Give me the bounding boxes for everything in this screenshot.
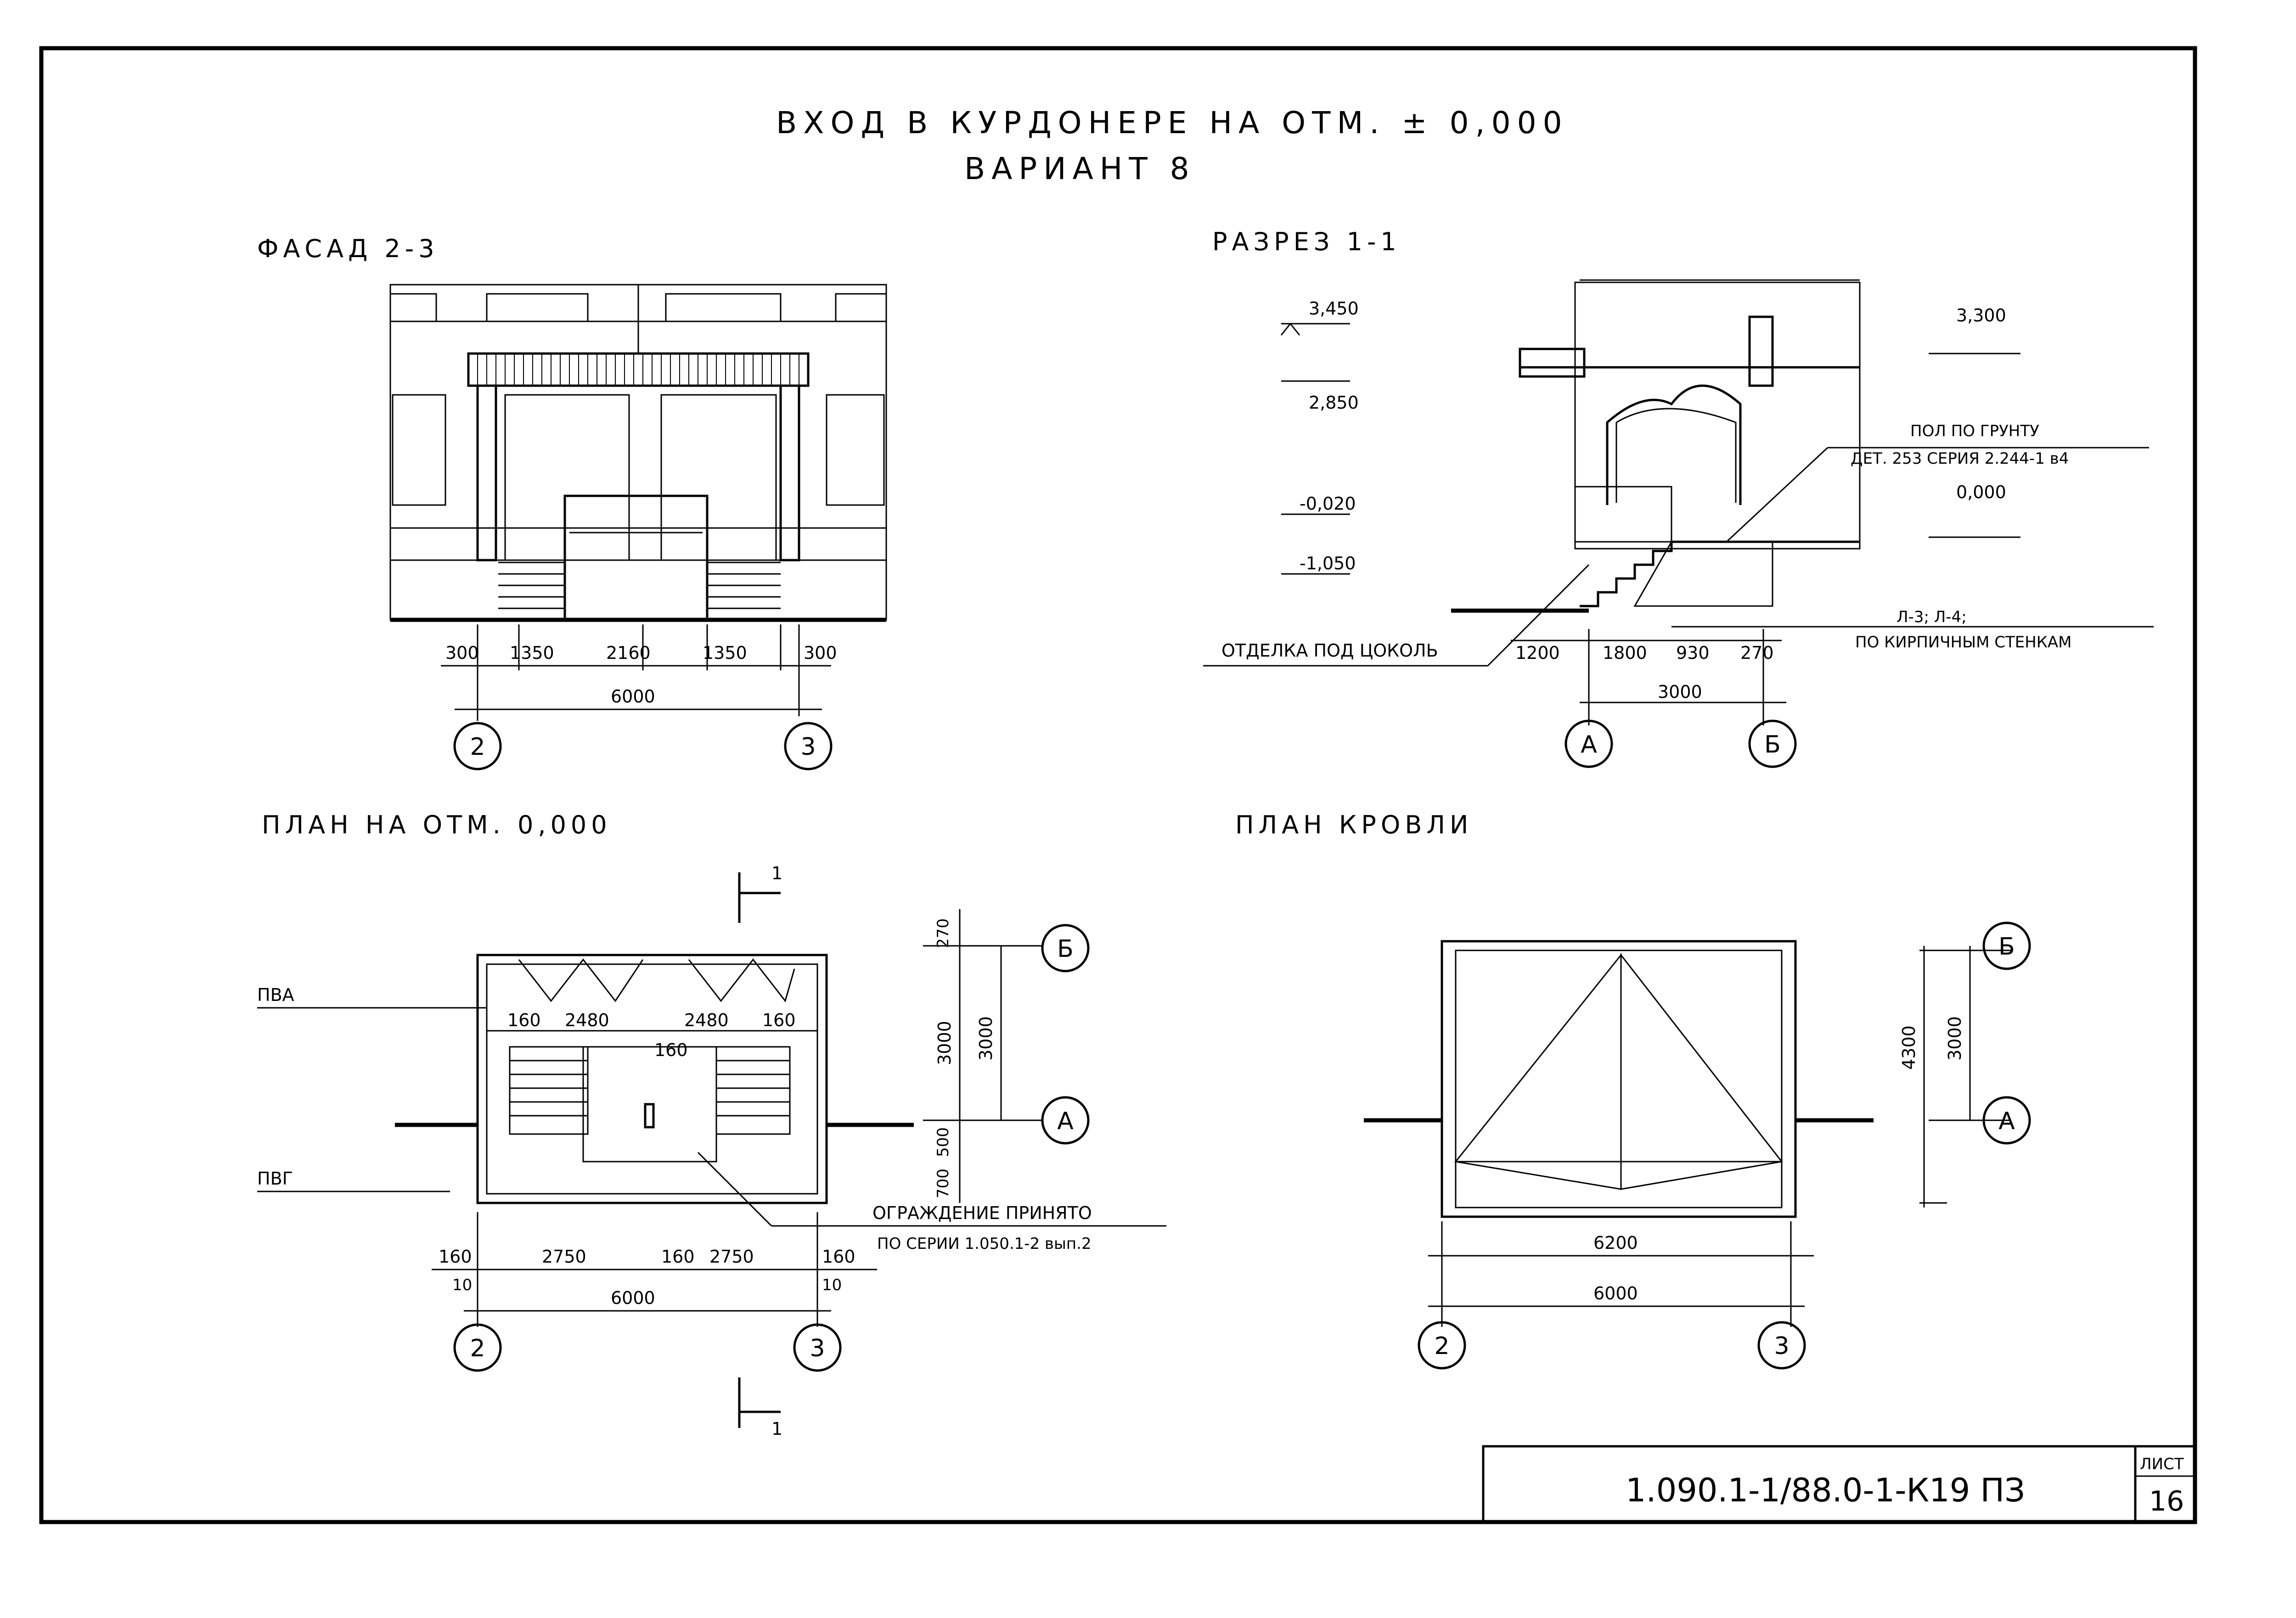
plan-note-1: ОГРАЖДЕНИЕ ПРИНЯТО — [872, 1203, 1092, 1223]
plan-axis-a-label: А — [1057, 1107, 1074, 1135]
drawing-title: ВХОД В КУРДОНЕРЕ НА ОТМ. ± 0,000 — [776, 105, 1569, 140]
note-lintel-1: Л-3; Л-4; — [1896, 608, 1967, 626]
mark-1050: -1,050 — [1300, 553, 1356, 573]
plan-small-dim-left: 10 — [452, 1276, 472, 1294]
facade-dim-1: 300 — [445, 643, 479, 663]
plan-right-dim-500: 500 — [934, 1127, 952, 1157]
section-total: 3000 — [1658, 682, 1702, 702]
plan-bottom-dim-4: 2750 — [709, 1247, 754, 1267]
plan-note-2: ПО СЕРИИ 1.050.1-2 вып.2 — [877, 1235, 1092, 1253]
facade-axis-3 — [784, 722, 833, 770]
plan-axis-3 — [793, 1323, 842, 1372]
stamp-code: 1.090.1-1/88.0-1-К19 ПЗ — [1626, 1472, 2025, 1509]
plan-view: ПЛАН НА ОТМ. 0,000 1 1 ПВА ПВГ — [257, 810, 1166, 1439]
cut-mark-top: 1 — [771, 863, 782, 883]
plan-small-dim-right: 10 — [822, 1276, 842, 1294]
plan-right-dim-3000b: 3000 — [976, 1016, 996, 1061]
facade-view: ФАСАД 2-3 — [257, 234, 887, 770]
title-block: 1.090.1-1/88.0-1-К19 ПЗ ЛИСТ 16 — [1482, 1445, 2196, 1523]
tag-pvg: ПВГ — [257, 1169, 293, 1189]
section-dim-270: 270 — [1740, 643, 1774, 663]
plan-axis-b-label: Б — [1057, 935, 1074, 963]
plan-axis-2 — [453, 1323, 502, 1372]
roof-axis-2 — [1418, 1321, 1466, 1370]
facade-dim-4: 1350 — [703, 643, 747, 663]
facade-railing — [563, 494, 709, 621]
section-axis-a — [1564, 719, 1613, 768]
facade-axis-3-label: 3 — [800, 733, 816, 761]
facade-axis-2 — [453, 722, 502, 770]
plan-axis-b — [1041, 924, 1090, 972]
roof-axis-a — [1982, 1096, 2031, 1145]
facade-axis-2-label: 2 — [470, 733, 485, 761]
section-dim-930: 930 — [1676, 643, 1710, 663]
plan-inner-dim-2: 2480 — [565, 1010, 609, 1030]
roof-axis-b — [1982, 921, 2031, 970]
roof-axis-b-label: Б — [1998, 933, 2015, 961]
section-view: РАЗРЕЗ 1-1 3,450 2,850 -0,020 -1,050 3,3… — [1203, 227, 2154, 768]
roof-axis-2-label: 2 — [1434, 1332, 1449, 1360]
cut-mark-bottom: 1 — [771, 1419, 782, 1439]
plan-bottom-dim-3: 160 — [661, 1247, 695, 1267]
roof-dim-6200: 6200 — [1593, 1233, 1638, 1253]
plan-bottom-dim-5: 160 — [822, 1247, 855, 1267]
roof-axis-3 — [1757, 1321, 1806, 1370]
facade-canopy — [467, 352, 810, 387]
roof-label: ПЛАН КРОВЛИ — [1235, 810, 1473, 839]
facade-label: ФАСАД 2-3 — [257, 234, 439, 263]
tag-pva: ПВА — [257, 985, 294, 1005]
facade-dim-5: 300 — [804, 643, 837, 663]
drawing-subtitle: ВАРИАНТ 8 — [964, 151, 1196, 186]
plan-right-dim-700: 700 — [934, 1169, 952, 1198]
plan-inner-dim-4: 160 — [762, 1010, 796, 1030]
sheet-frame — [39, 46, 2197, 1524]
section-axis-a-label: А — [1581, 731, 1597, 758]
mark-0020: -0,020 — [1300, 494, 1356, 514]
mark-2850: 2,850 — [1309, 393, 1359, 413]
mark-3450: 3,450 — [1309, 298, 1359, 319]
note-floor-2: ДЕТ. 253 СЕРИЯ 2.244-1 в4 — [1851, 449, 2069, 468]
roof-axis-a-label: А — [1998, 1107, 2015, 1135]
section-label: РАЗРЕЗ 1-1 — [1212, 227, 1401, 256]
plan-bottom-dim-1: 160 — [439, 1247, 472, 1267]
plan-right-dim-3000a: 3000 — [934, 1021, 955, 1065]
section-axis-b-label: Б — [1764, 731, 1781, 758]
note-floor-1: ПОЛ ПО ГРУНТУ — [1910, 422, 2039, 440]
plan-axis-a — [1041, 1096, 1090, 1145]
plan-axis-2-label: 2 — [470, 1335, 485, 1362]
plan-center-dim: 160 — [654, 1040, 688, 1060]
roof-total: 6000 — [1593, 1283, 1638, 1303]
roof-axis-3-label: 3 — [1774, 1332, 1789, 1360]
stamp-sheet-label: ЛИСТ — [2140, 1455, 2184, 1473]
mark-3300: 3,300 — [1956, 305, 2006, 326]
roof-view: ПЛАН КРОВЛИ 6200 6000 2 3 4300 3000 Б А — [1235, 810, 2031, 1370]
facade-dim-2: 1350 — [510, 643, 554, 663]
note-lintel-2: ПО КИРПИЧНЫМ СТЕНКАМ — [1855, 633, 2072, 652]
mark-0000: 0,000 — [1956, 482, 2006, 502]
plan-inner-dim-1: 160 — [507, 1010, 541, 1030]
plan-label: ПЛАН НА ОТМ. 0,000 — [262, 810, 612, 839]
plan-total: 6000 — [611, 1288, 655, 1308]
facade-dim-3: 2160 — [606, 643, 651, 663]
plan-bottom-dim-2: 2750 — [542, 1247, 586, 1267]
roof-dim-4300: 4300 — [1899, 1025, 1919, 1070]
section-dim-1200: 1200 — [1515, 643, 1560, 663]
roof-dim-3000: 3000 — [1945, 1016, 1965, 1061]
note-finish: ОТДЕЛКА ПОД ЦОКОЛЬ — [1221, 640, 1438, 661]
plan-axis-3-label: 3 — [810, 1335, 825, 1362]
plan-right-dim-270: 270 — [934, 918, 952, 948]
facade-total: 6000 — [611, 686, 655, 707]
section-dim-1800: 1800 — [1603, 643, 1647, 663]
section-axis-b — [1748, 719, 1797, 768]
stamp-sheet-number: 16 — [2149, 1485, 2184, 1517]
plan-inner-dim-3: 2480 — [684, 1010, 729, 1030]
